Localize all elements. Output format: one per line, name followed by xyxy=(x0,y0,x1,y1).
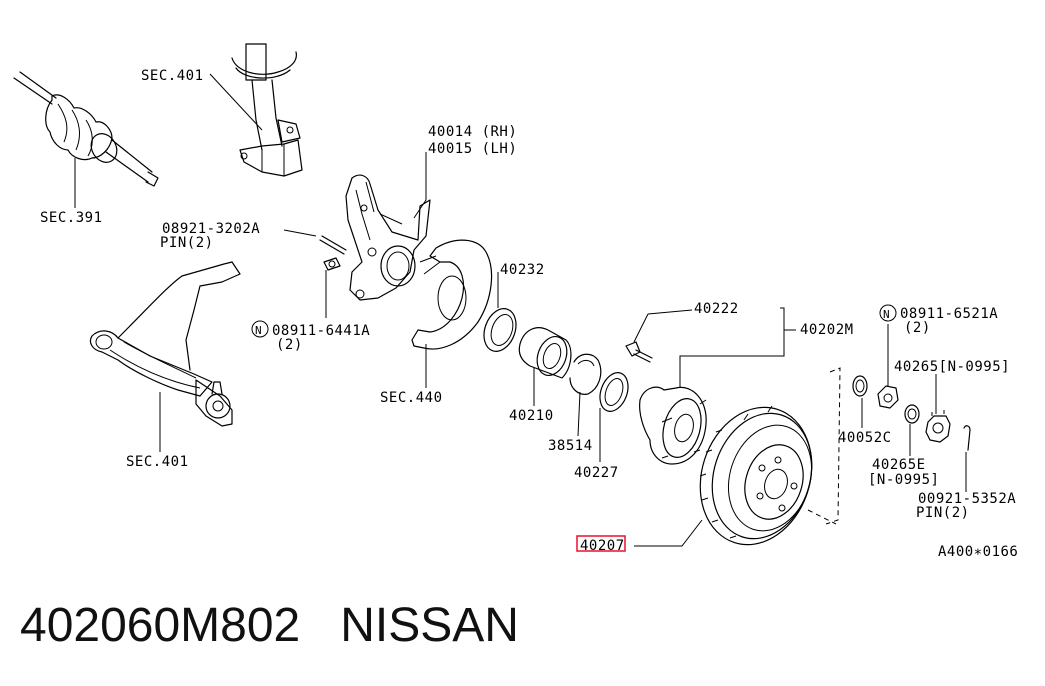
label-sec440: SEC.440 xyxy=(380,390,443,406)
castle-nut-40265-drawing xyxy=(925,410,951,443)
label-sec401-top: SEC.401 xyxy=(141,68,204,84)
label-ref-code: A400∗0166 xyxy=(938,544,1018,560)
highlight-box-40207 xyxy=(576,535,626,552)
label-40207: 40207 xyxy=(580,538,625,554)
knuckle-drawing xyxy=(345,174,431,301)
label-40227: 40227 xyxy=(574,465,619,481)
strut-drawing xyxy=(231,43,303,177)
label-38514: 38514 xyxy=(548,438,593,454)
leader-lines xyxy=(74,73,967,547)
label-08911-6441a: 08911-6441A xyxy=(272,323,370,339)
nut-08911-6521a-drawing xyxy=(877,385,899,409)
splash-guard-drawing xyxy=(411,239,493,350)
label-pin2-right: PIN(2) xyxy=(916,505,970,521)
label-40265e: 40265E xyxy=(872,457,926,473)
label-08921-3202a: 08921-3202A xyxy=(162,221,260,237)
stud-40222-drawing xyxy=(625,341,653,363)
label-00921-5352a: 00921-5352A xyxy=(918,491,1016,507)
label-40202m: 40202M xyxy=(800,322,854,338)
label-40210: 40210 xyxy=(509,408,554,424)
seal-40232-drawing xyxy=(483,308,517,352)
label-08911-6521a: 08911-6521A xyxy=(900,306,998,322)
washer-40265e-drawing xyxy=(904,404,920,424)
assembly-bracket xyxy=(807,367,841,525)
label-40265-n0995: 40265[N-0995] xyxy=(894,359,1010,375)
label-40014: 40014 (RH) xyxy=(428,124,517,140)
label-sec401-bottom: SEC.401 xyxy=(126,454,189,470)
label-n-right: N xyxy=(883,308,890,321)
part-number-caption: 402060M802 NISSAN xyxy=(20,599,519,652)
lower-arm-drawing xyxy=(89,261,241,427)
hub-40202m-drawing xyxy=(639,386,707,465)
washer-40052c-drawing xyxy=(852,375,868,397)
label-40052c: 40052C xyxy=(838,430,892,446)
n-marker-right xyxy=(879,304,897,322)
cotter-pin-drawing xyxy=(963,425,971,451)
label-pin2-left: PIN(2) xyxy=(160,235,214,251)
label-n-left: N xyxy=(255,324,262,337)
label-40015: 40015 (LH) xyxy=(428,141,517,157)
bearing-40210-drawing xyxy=(518,327,572,379)
seal-40227-drawing xyxy=(599,372,629,412)
label-qty2-right: (2) xyxy=(904,320,931,336)
label-n0995: [N-0995] xyxy=(868,472,939,488)
pin-nut-drawing xyxy=(319,235,347,271)
snap-ring-38514-drawing xyxy=(569,353,602,395)
label-40222: 40222 xyxy=(694,301,739,317)
rotor-40207-drawing xyxy=(699,405,813,546)
label-40232: 40232 xyxy=(500,262,545,278)
n-marker-left xyxy=(251,320,269,338)
label-qty2-left: (2) xyxy=(276,337,303,353)
drive-shaft-drawing xyxy=(13,71,159,187)
label-sec391: SEC.391 xyxy=(40,210,103,226)
